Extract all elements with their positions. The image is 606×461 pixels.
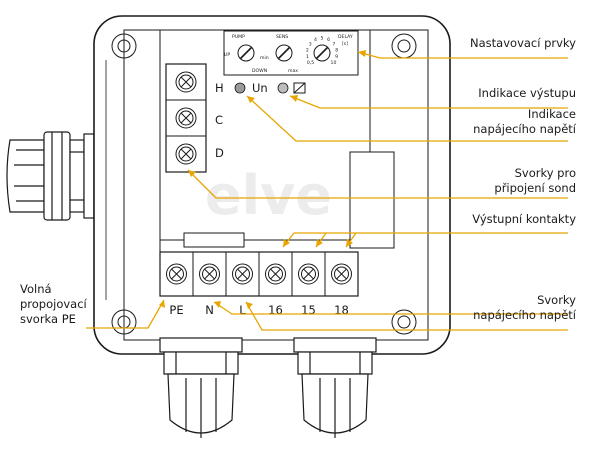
probe-terminal-label: C (215, 113, 223, 127)
delay-scale-tick-label: 7 (332, 41, 335, 47)
delay-scale-tick-label: 6 (327, 37, 330, 43)
callout-lines (86, 51, 568, 331)
power-led-icon (234, 82, 246, 94)
relay-symbol-icon (293, 82, 306, 94)
watermark: elve (205, 164, 332, 227)
callout-text: napájecího napětí (473, 122, 576, 136)
delay-knob-icon (313, 44, 331, 62)
pump-knob-icon (237, 44, 255, 62)
delay-scale-tick-label: 2 (306, 47, 309, 53)
terminal-screw-icon (265, 263, 286, 285)
corner-screw-icon (111, 33, 417, 335)
terminal-screw-icon (166, 263, 187, 285)
control-panel: PUMP UP DOWN SENS min max DELAY [s] 0,51… (223, 30, 359, 76)
electronic-module (159, 29, 395, 260)
delay-scale-tick-label: 3 (309, 41, 312, 47)
callout-text: Svorky pro (514, 166, 576, 180)
terminal-label: 15 (301, 303, 316, 317)
output-led-icon (277, 82, 289, 94)
sens-label: SENS (276, 34, 288, 40)
min-label: min (260, 55, 269, 61)
bottom-cable-gland (159, 337, 243, 438)
delay-scale-tick-label: 10 (331, 60, 337, 66)
callout-text: Indikace výstupu (478, 86, 576, 100)
delay-scale-tick-label: 5 (321, 36, 324, 42)
indicators: Un (234, 81, 306, 95)
terminal-label: PE (169, 303, 183, 317)
bottom-cable-gland (293, 337, 377, 438)
callout-text: svorka PE (20, 312, 76, 326)
callout-probe-terminals: Svorky pro připojení sond (494, 166, 576, 196)
left-cable-gland (6, 131, 95, 221)
callout-power-indication: Indikace napájecího napětí (473, 107, 576, 137)
main-terminal-block: PE N L 16 15 18 (159, 251, 359, 317)
terminal-label: N (205, 303, 214, 317)
callout-output-indication: Indikace výstupu (478, 86, 576, 101)
callout-power-terminals: Svorky napájecího napětí (473, 293, 576, 323)
terminal-screw-icon (175, 71, 197, 165)
probe-terminal-block: H C D (165, 63, 224, 173)
up-label: UP (224, 52, 230, 58)
terminal-label: 16 (268, 303, 283, 317)
terminal-screw-icon (199, 263, 220, 285)
delay-scale-tick-label: 4 (314, 37, 317, 43)
probe-terminal-label: D (215, 146, 224, 160)
callout-text: Indikace (527, 107, 576, 121)
terminal-label: 18 (334, 303, 349, 317)
terminal-screw-icon (331, 263, 352, 285)
terminal-screw-icon (232, 263, 253, 285)
callout-text: propojovací (20, 297, 87, 311)
callout-setting-controls: Nastavovací prvky (470, 36, 576, 51)
pump-label: PUMP (232, 34, 245, 40)
sens-knob-icon (275, 44, 293, 62)
down-label: DOWN (252, 68, 267, 74)
callout-text: napájecího napětí (473, 308, 576, 322)
delay-scale-tick-label: 8 (335, 47, 338, 53)
callout-text: Volná (20, 282, 52, 296)
callout-output-contacts: Výstupní kontakty (472, 212, 576, 227)
delay-scale-tick-label: 0,5 (307, 60, 314, 66)
callout-text: Výstupní kontakty (472, 212, 576, 226)
callout-text: Nastavovací prvky (470, 36, 576, 50)
terminal-label: L (239, 303, 246, 317)
delay-unit: [s] (342, 41, 348, 47)
callout-arrow-icon (159, 50, 366, 309)
delay-scale-tick-label: 9 (335, 54, 338, 60)
delay-scale-tick-label: 1 (306, 54, 309, 60)
probe-terminal-label: H (215, 81, 224, 95)
callout-text: Svorky (537, 293, 576, 307)
callout-pe-terminal: Volná propojovací svorka PE (20, 282, 87, 327)
power-indicator-label: Un (252, 81, 268, 95)
callout-text: připojení sond (494, 181, 576, 195)
max-label: max (288, 69, 298, 74)
delay-label: DELAY (338, 34, 353, 40)
terminal-screw-icon (298, 263, 319, 285)
